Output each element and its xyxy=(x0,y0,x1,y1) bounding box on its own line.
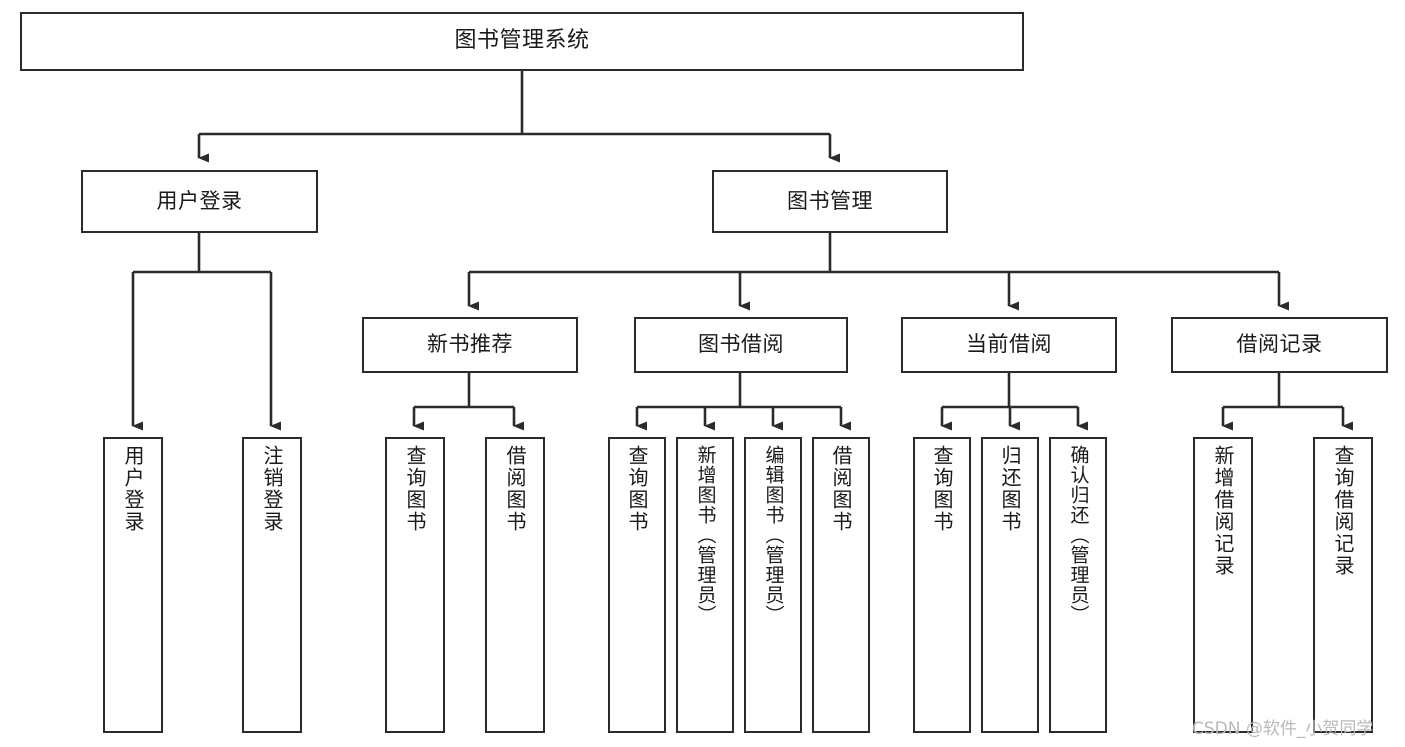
node-label: 查询图书 xyxy=(930,445,954,533)
node-new-book-recommend[interactable]: 新书推荐 xyxy=(362,317,578,373)
node-label: 用户登录 xyxy=(121,445,145,533)
node-label: 注销登录 xyxy=(260,445,284,533)
node-leaf-query-book-borrow[interactable]: 查询图书 xyxy=(608,437,666,733)
node-label: 新增借阅记录 xyxy=(1211,445,1235,577)
node-label: 借阅图书 xyxy=(503,445,527,533)
node-leaf-query-book-new[interactable]: 查询图书 xyxy=(385,437,445,733)
node-leaf-logout-login[interactable]: 注销登录 xyxy=(242,437,302,733)
node-leaf-query-book-current[interactable]: 查询图书 xyxy=(913,437,971,733)
node-label: 图书管理 xyxy=(787,188,873,213)
node-label: 借阅图书 xyxy=(829,445,853,533)
node-leaf-return-book[interactable]: 归还图书 xyxy=(981,437,1039,733)
node-book-borrow[interactable]: 图书借阅 xyxy=(634,317,848,373)
node-user-login[interactable]: 用户登录 xyxy=(81,170,318,233)
node-label: 借阅记录 xyxy=(1236,332,1323,357)
node-current-borrow[interactable]: 当前借阅 xyxy=(901,317,1117,373)
node-leaf-add-book-admin[interactable]: 新增图书（管理员） xyxy=(676,437,734,733)
node-label: 用户登录 xyxy=(156,188,243,213)
node-leaf-borrow-book-borrow[interactable]: 借阅图书 xyxy=(812,437,870,733)
node-label: 编辑图书（管理员） xyxy=(762,445,785,625)
node-leaf-add-borrow-record[interactable]: 新增借阅记录 xyxy=(1193,437,1253,733)
node-label: 图书借阅 xyxy=(698,332,784,357)
node-leaf-edit-book-admin[interactable]: 编辑图书（管理员） xyxy=(744,437,802,733)
node-label: 查询图书 xyxy=(625,445,649,533)
node-label: 确认归还（管理员） xyxy=(1067,445,1090,625)
node-book-management[interactable]: 图书管理 xyxy=(712,170,948,233)
node-label: 图书管理系统 xyxy=(454,28,590,54)
node-leaf-query-borrow-record[interactable]: 查询借阅记录 xyxy=(1313,437,1373,733)
node-leaf-borrow-book-new[interactable]: 借阅图书 xyxy=(485,437,545,733)
node-borrow-record[interactable]: 借阅记录 xyxy=(1171,317,1388,373)
node-label: 新增图书（管理员） xyxy=(694,445,717,625)
node-root-book-management-system[interactable]: 图书管理系统 xyxy=(20,12,1024,71)
node-label: 新书推荐 xyxy=(427,332,513,357)
node-label: 查询图书 xyxy=(403,445,427,533)
node-label: 归还图书 xyxy=(998,445,1022,533)
node-leaf-user-login[interactable]: 用户登录 xyxy=(103,437,163,733)
node-label: 当前借阅 xyxy=(966,332,1052,357)
node-label: 查询借阅记录 xyxy=(1331,445,1355,577)
node-leaf-confirm-return-admin[interactable]: 确认归还（管理员） xyxy=(1049,437,1107,733)
